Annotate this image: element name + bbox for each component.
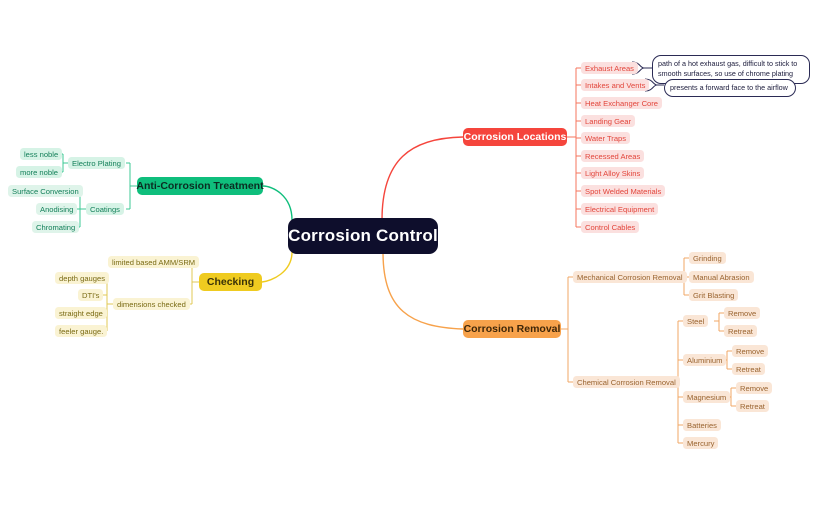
chip-label: DTI's (82, 290, 100, 300)
location-item[interactable]: Exhaust Areas (581, 62, 638, 74)
chip-label: less noble (24, 149, 59, 159)
chip-label: dimensions checked (117, 299, 186, 309)
removal-item-grit-blasting[interactable]: Grit Blasting (689, 289, 739, 301)
checking-item-depth-gauges[interactable]: depth gauges (55, 272, 110, 284)
removal-item-mercury[interactable]: Mercury (683, 437, 719, 449)
chip-label: Landing Gear (585, 116, 632, 126)
chip-label: Grit Blasting (693, 290, 735, 300)
removal-item-aluminium-remove[interactable]: Remove (732, 345, 769, 357)
chip-label: Chemical Corrosion Removal (577, 377, 676, 387)
location-item[interactable]: Recessed Areas (581, 150, 645, 162)
annotation-note-intakes[interactable]: presents a forward face to the airflow (664, 79, 796, 98)
location-item[interactable]: Control Cables (581, 221, 640, 233)
location-item[interactable]: Light Alloy Skins (581, 167, 645, 179)
removal-item-magnesium-retreat[interactable]: Retreat (736, 400, 769, 412)
chip-label: Steel (687, 316, 705, 326)
note-text: path of a hot exhaust gas, difficult to … (658, 59, 798, 79)
removal-item-aluminium-retreat[interactable]: Retreat (732, 363, 765, 375)
chip-label: Light Alloy Skins (585, 168, 641, 178)
branch-label: Checking (206, 276, 255, 288)
location-item[interactable]: Landing Gear (581, 115, 636, 127)
checking-item-straight-edge[interactable]: straight edge (55, 307, 107, 319)
removal-group-mechanical[interactable]: Mechanical Corrosion Removal (573, 271, 687, 283)
removal-group-chemical[interactable]: Chemical Corrosion Removal (573, 376, 680, 388)
location-item[interactable]: Water Traps (581, 132, 631, 144)
removal-item-steel[interactable]: Steel (683, 315, 709, 327)
root-label: Corrosion Control (288, 226, 438, 245)
branch-label: Corrosion Removal (463, 323, 561, 335)
treatment-item-anodising[interactable]: Anodising (36, 203, 78, 215)
chip-label: Anodising (40, 204, 74, 214)
note-text: presents a forward face to the airflow (670, 83, 788, 92)
chip-label: Grinding (693, 253, 722, 263)
removal-item-steel-retreat[interactable]: Retreat (724, 325, 757, 337)
treatment-item-surface-conversion[interactable]: Surface Conversion (8, 185, 83, 197)
branch-label: Corrosion Locations (463, 131, 567, 143)
chip-label: Electrical Equipment (585, 204, 655, 214)
checking-group-dimensions-checked[interactable]: dimensions checked (113, 298, 190, 310)
chip-label: straight edge (59, 308, 103, 318)
chip-label: Heat Exchanger Core (585, 98, 659, 108)
chip-label: Spot Welded Materials (585, 186, 662, 196)
chip-label: Retreat (740, 401, 765, 411)
location-item[interactable]: Electrical Equipment (581, 203, 659, 215)
chip-label: limited based AMM/SRM (112, 257, 196, 267)
chip-label: Remove (728, 308, 757, 318)
branch-label: Anti-Corrosion Treatment (136, 180, 264, 192)
root-node[interactable]: Corrosion Control (288, 218, 438, 254)
branch-anti-corrosion-treatment[interactable]: Anti-Corrosion Treatment (136, 177, 264, 195)
checking-item-dtis[interactable]: DTI's (78, 289, 104, 301)
removal-item-aluminium[interactable]: Aluminium (683, 354, 727, 366)
chip-label: Coatings (90, 204, 120, 214)
treatment-item-chromating[interactable]: Chromating (32, 221, 80, 233)
chip-label: Mercury (687, 438, 715, 448)
chip-label: Chromating (36, 222, 76, 232)
chip-label: Remove (740, 383, 769, 393)
removal-item-steel-remove[interactable]: Remove (724, 307, 761, 319)
chip-label: Batteries (687, 420, 717, 430)
chip-label: Mechanical Corrosion Removal (577, 272, 683, 282)
chip-label: Electro Plating (72, 158, 121, 168)
treatment-group-coatings[interactable]: Coatings (86, 203, 124, 215)
treatment-item-more-noble[interactable]: more noble (16, 166, 62, 178)
chip-label: Retreat (728, 326, 753, 336)
branch-corrosion-removal[interactable]: Corrosion Removal (463, 320, 561, 338)
location-item[interactable]: Heat Exchanger Core (581, 97, 663, 109)
removal-item-magnesium-remove[interactable]: Remove (736, 382, 773, 394)
treatment-item-less-noble[interactable]: less noble (20, 148, 63, 160)
chip-label: Control Cables (585, 222, 636, 232)
location-item[interactable]: Spot Welded Materials (581, 185, 666, 197)
chip-label: Water Traps (585, 133, 627, 143)
removal-item-magnesium[interactable]: Magnesium (683, 391, 731, 403)
chip-label: more noble (20, 167, 58, 177)
chip-label: Remove (736, 346, 765, 356)
chip-label: Aluminium (687, 355, 723, 365)
branch-corrosion-locations[interactable]: Corrosion Locations (463, 128, 567, 146)
chip-label: Magnesium (687, 392, 727, 402)
chip-label: feeler gauge. (59, 326, 104, 336)
chip-label: Recessed Areas (585, 151, 641, 161)
treatment-group-electro-plating[interactable]: Electro Plating (68, 157, 125, 169)
chip-label: Retreat (736, 364, 761, 374)
chip-label: Exhaust Areas (585, 63, 634, 73)
removal-item-batteries[interactable]: Batteries (683, 419, 721, 431)
branch-checking[interactable]: Checking (199, 273, 262, 291)
location-item[interactable]: Intakes and Vents (581, 79, 650, 91)
chip-label: depth gauges (59, 273, 106, 283)
checking-item-feeler-gauge[interactable]: feeler gauge. (55, 325, 108, 337)
chip-label: Intakes and Vents (585, 80, 646, 90)
checking-group-limited-amm-srm[interactable]: limited based AMM/SRM (108, 256, 200, 268)
removal-item-manual-abrasion[interactable]: Manual Abrasion (689, 271, 754, 283)
chip-label: Surface Conversion (12, 186, 79, 196)
chip-label: Manual Abrasion (693, 272, 750, 282)
removal-item-grinding[interactable]: Grinding (689, 252, 726, 264)
